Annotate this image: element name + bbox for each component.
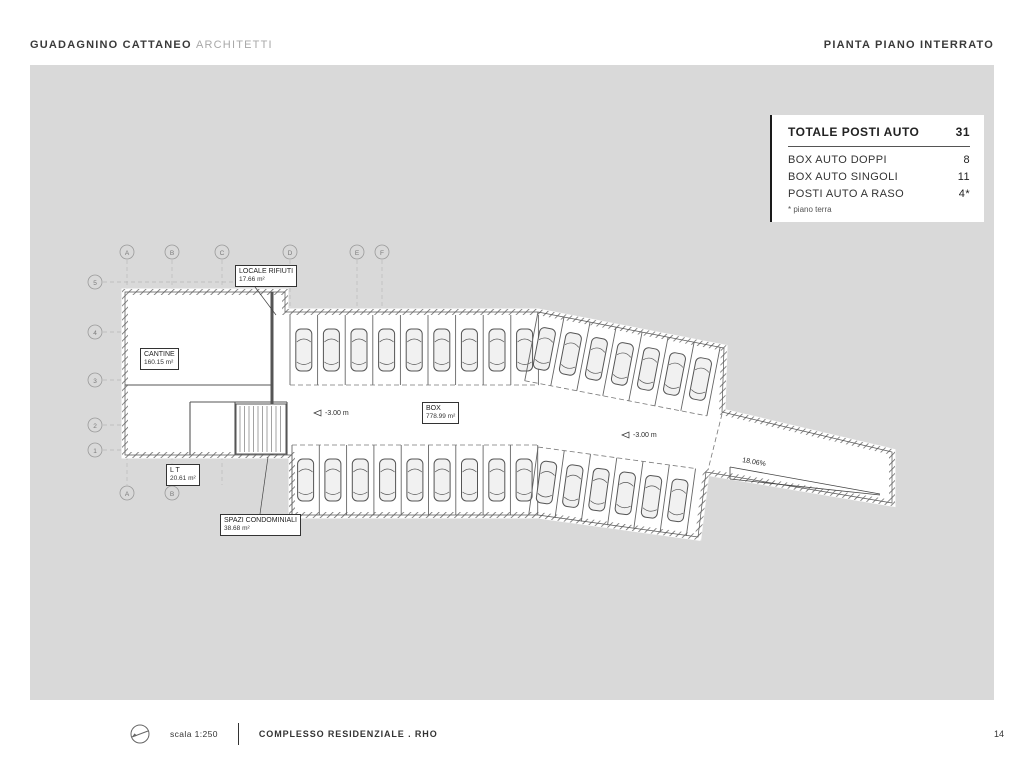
legend-row-label: BOX AUTO SINGOLI	[788, 171, 899, 183]
room-area: 17.66 m²	[239, 276, 265, 284]
room-name: L T	[170, 467, 180, 474]
room-name: BOX	[426, 405, 441, 412]
grid-marker-bottom-a: A	[125, 491, 130, 498]
level-note-right: -3.00 m	[633, 432, 657, 439]
scale-label: scala 1:250	[170, 729, 218, 739]
studio-name-secondary: ARCHITETTI	[195, 39, 273, 51]
room-name: CANTINE	[144, 351, 175, 358]
grid-marker-top-c: C	[220, 250, 225, 257]
car-icon	[324, 458, 342, 502]
grid-marker-top-f: F	[380, 250, 384, 257]
car-icon	[295, 328, 313, 372]
grid-marker-left-3: 3	[93, 378, 97, 385]
floor-plan: -3.00 m -3.00 m 18.06% A B C D E F 5 4 3…	[87, 244, 896, 541]
legend-row-value: 4*	[958, 188, 970, 200]
car-icon	[405, 328, 423, 372]
ramp-slope-note: 18.06%	[742, 457, 767, 468]
grid-marker-bottom-b: B	[170, 491, 174, 498]
grid-marker-top-d: D	[288, 250, 293, 257]
parking-legend: TOTALE POSTI AUTO 31 BOX AUTO DOPPI 8 BO…	[770, 115, 984, 222]
footer-divider	[237, 723, 239, 745]
grid-marker-left-2: 2	[93, 423, 97, 430]
project-title: COMPLESSO RESIDENZIALE . RHO	[258, 729, 438, 739]
studio-name-primary: GUADAGNINO CATTANEO	[30, 39, 192, 51]
car-icon	[460, 328, 478, 372]
car-icon	[297, 458, 315, 502]
legend-row-label: BOX AUTO DOPPI	[788, 154, 887, 166]
car-icon	[379, 458, 397, 502]
page-number: 14	[993, 729, 1004, 739]
room-label-spazi-condominiali: SPAZI CONDOMINIALI 38.68 m²	[220, 514, 301, 536]
car-icon	[433, 328, 451, 372]
car-icon	[516, 328, 534, 372]
drawing-canvas: -3.00 m -3.00 m 18.06% A B C D E F 5 4 3…	[30, 65, 994, 700]
room-label-lt: L T 20.61 m²	[166, 464, 200, 486]
room-label-cantine: CANTINE 160.15 m²	[140, 348, 179, 370]
car-icon	[515, 458, 533, 502]
car-icon	[406, 458, 424, 502]
label-leaders	[254, 286, 277, 515]
room-area: 778.99 m²	[426, 413, 456, 421]
car-icon	[378, 328, 396, 372]
legend-row-box-singoli: BOX AUTO SINGOLI 11	[788, 171, 970, 183]
page-title: PIANTA PIANO INTERRATO	[823, 39, 994, 51]
grid-marker-left-4: 4	[93, 330, 97, 337]
room-area: 20.61 m²	[170, 475, 196, 483]
grid-marker-top-b: B	[170, 250, 174, 257]
car-icon	[433, 458, 451, 502]
legend-title-value: 31	[955, 125, 970, 139]
grid-markers: A B C D E F 5 4 3 2 1 A B	[87, 244, 390, 501]
legend-title-row: TOTALE POSTI AUTO 31	[788, 125, 970, 147]
car-icon	[351, 458, 369, 502]
car-icon	[488, 458, 506, 502]
parking-stalls	[289, 311, 721, 536]
legend-row-box-doppi: BOX AUTO DOPPI 8	[788, 154, 970, 166]
grid-marker-left-5: 5	[93, 280, 97, 287]
room-area: 38.68 m²	[224, 525, 250, 533]
room-area: 160.15 m²	[144, 359, 174, 367]
grid-marker-top-e: E	[355, 250, 360, 257]
car-icon	[322, 328, 340, 372]
sheet-footer: scala 1:250 COMPLESSO RESIDENZIALE . RHO…	[0, 700, 1024, 768]
grid-marker-top-a: A	[125, 250, 130, 257]
ramp-arrow	[729, 466, 881, 496]
room-name: LOCALE RIFIUTI	[239, 268, 294, 275]
level-note-left: -3.00 m	[325, 410, 349, 417]
legend-row-value: 11	[957, 171, 970, 183]
legend-footnote: * piano terra	[788, 205, 832, 214]
north-arrow-icon	[130, 724, 150, 744]
car-icon	[461, 458, 478, 502]
level-annotations: -3.00 m -3.00 m 18.06%	[313, 409, 767, 468]
legend-row-value: 8	[963, 154, 970, 166]
staircase	[235, 403, 287, 455]
car-icon	[350, 328, 368, 372]
grid-marker-left-1: 1	[93, 448, 97, 455]
room-label-locale-rifiuti: LOCALE RIFIUTI 17.66 m²	[235, 265, 298, 287]
car-icon	[488, 328, 506, 372]
legend-title-label: TOTALE POSTI AUTO	[788, 125, 920, 139]
legend-row-posti-raso: POSTI AUTO A RASO 4*	[788, 188, 970, 200]
room-label-box: BOX 778.99 m²	[422, 402, 460, 424]
legend-row-label: POSTI AUTO A RASO	[788, 188, 905, 200]
sheet-header: GUADAGNINO CATTANEO ARCHITETTI PIANTA PI…	[0, 0, 1024, 65]
room-name: SPAZI CONDOMINIALI	[224, 517, 297, 524]
studio-name: GUADAGNINO CATTANEO ARCHITETTI	[30, 39, 273, 51]
